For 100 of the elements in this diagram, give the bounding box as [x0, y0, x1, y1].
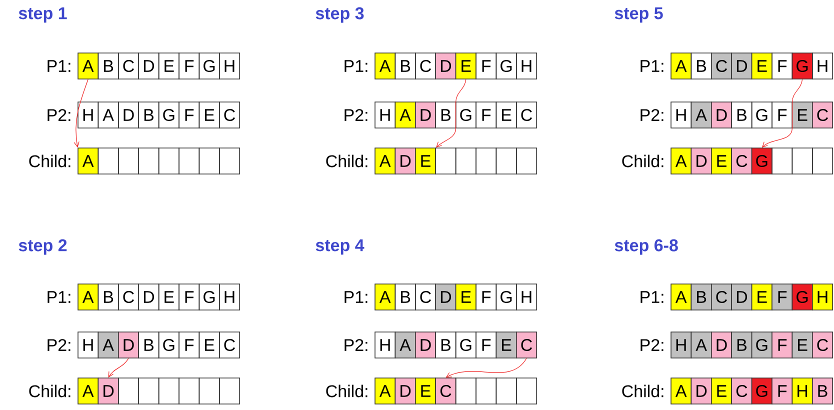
letter-cell: E: [198, 332, 220, 358]
letter-cell: E: [415, 378, 436, 404]
letter-cell: F: [178, 332, 200, 358]
letter-cell: A: [394, 332, 416, 358]
empty-cell: [138, 378, 160, 404]
letter-cell: G: [455, 102, 476, 128]
empty-cell: [496, 148, 517, 174]
letter-cell: A: [374, 284, 396, 310]
row-label: P2:: [640, 109, 664, 121]
letter-cell: E: [455, 52, 476, 80]
step-title: step 1: [18, 7, 67, 23]
letter-cell: B: [812, 378, 833, 404]
empty-cell: [138, 148, 160, 174]
row-label: P1:: [48, 60, 70, 72]
letter-cell: B: [394, 52, 416, 80]
letter-cell: E: [792, 332, 813, 358]
row-label: P2:: [640, 339, 664, 351]
empty-cell: [435, 148, 456, 174]
row-label: Child:: [326, 154, 368, 168]
letter-cell: G: [455, 332, 476, 358]
letter-cell: G: [751, 148, 772, 174]
letter-cell: F: [178, 102, 200, 128]
letter-cell: E: [711, 148, 732, 174]
row-label: P1:: [640, 60, 664, 72]
letter-cell: D: [98, 378, 119, 404]
empty-cell: [455, 378, 476, 404]
letter-cell: B: [731, 332, 752, 358]
letter-cell: A: [690, 102, 712, 128]
row-label: Child:: [29, 384, 70, 398]
letter-cell: G: [792, 52, 813, 80]
letter-cell: A: [78, 378, 99, 404]
letter-cell: H: [812, 52, 833, 80]
letter-cell: A: [670, 378, 692, 404]
letter-cell: A: [670, 148, 692, 174]
letter-cell: B: [138, 332, 160, 358]
letter-cell: C: [118, 52, 139, 80]
letter-cell: E: [496, 332, 517, 358]
letter-cell: C: [812, 102, 833, 128]
letter-cell: D: [690, 378, 712, 404]
letter-cell: C: [731, 148, 752, 174]
letter-cell: D: [394, 148, 416, 174]
letter-cell: E: [751, 52, 772, 80]
arrow: [436, 79, 466, 148]
letter-cell: A: [78, 284, 99, 310]
letter-cell: C: [219, 332, 240, 358]
row-label: Child:: [29, 154, 70, 168]
empty-cell: [178, 148, 200, 174]
letter-cell: C: [219, 102, 240, 128]
letter-cell: C: [731, 378, 752, 404]
letter-cell: D: [711, 102, 732, 128]
letter-cell: F: [772, 284, 793, 310]
empty-cell: [516, 378, 537, 404]
letter-cell: H: [78, 102, 99, 128]
empty-cell: [158, 378, 180, 404]
letter-cell: D: [690, 148, 712, 174]
letter-cell: H: [792, 378, 813, 404]
letter-cell: D: [138, 52, 160, 80]
letter-cell: G: [792, 284, 813, 310]
row-label: Child:: [622, 154, 664, 168]
empty-cell: [98, 148, 119, 174]
row-label: P1:: [640, 291, 664, 303]
row-label: P2:: [48, 339, 70, 351]
letter-cell: G: [751, 378, 772, 404]
empty-cell: [158, 148, 180, 174]
letter-cell: A: [78, 52, 99, 80]
empty-cell: [455, 148, 476, 174]
empty-cell: [118, 148, 139, 174]
letter-cell: G: [751, 332, 772, 358]
empty-cell: [219, 378, 240, 404]
letter-cell: E: [415, 148, 436, 174]
letter-cell: H: [516, 52, 537, 80]
row-label: P2:: [48, 109, 70, 121]
letter-cell: A: [670, 52, 692, 80]
letter-cell: F: [476, 102, 497, 128]
letter-cell: C: [435, 378, 456, 404]
letter-cell: B: [98, 52, 119, 80]
empty-cell: [812, 148, 833, 174]
row-label: P2:: [344, 339, 368, 351]
letter-cell: F: [178, 52, 200, 80]
empty-cell: [476, 148, 497, 174]
empty-cell: [772, 148, 793, 174]
arrow: [74, 79, 88, 148]
letter-cell: G: [198, 284, 220, 310]
empty-cell: [198, 378, 220, 404]
row-label: P2:: [344, 109, 368, 121]
letter-cell: F: [772, 378, 793, 404]
letter-cell: B: [138, 102, 160, 128]
letter-cell: A: [690, 332, 712, 358]
letter-cell: D: [118, 102, 139, 128]
row-label: P1:: [344, 60, 368, 72]
letter-cell: E: [751, 284, 772, 310]
letter-cell: A: [374, 148, 396, 174]
letter-cell: G: [198, 52, 220, 80]
letter-cell: G: [158, 102, 180, 128]
empty-cell: [219, 148, 240, 174]
letter-cell: D: [118, 332, 139, 358]
arrow: [762, 79, 803, 148]
letter-cell: F: [178, 284, 200, 310]
empty-cell: [496, 378, 517, 404]
letter-cell: D: [435, 52, 456, 80]
